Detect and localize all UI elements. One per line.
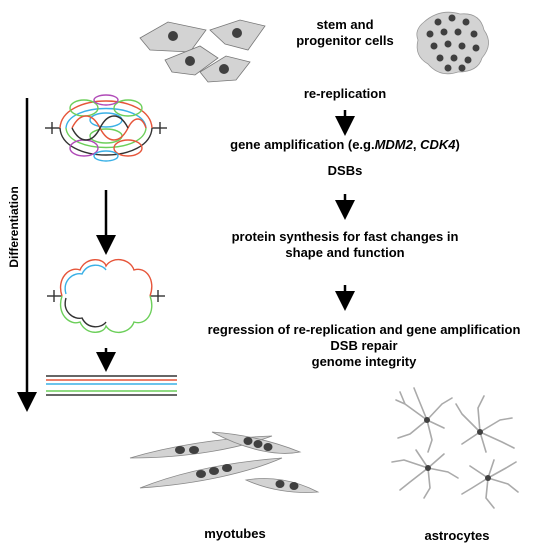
astrocyte: [391, 449, 459, 499]
gene-cdk4: CDK4: [420, 137, 456, 152]
dsbs-label: DSBs: [327, 163, 363, 178]
astrocyte: [461, 459, 519, 509]
astrocyte: [455, 395, 515, 453]
progenitor-nucleus: [219, 64, 229, 74]
regression-line3: genome integrity: [311, 354, 417, 369]
astrocyte: [395, 387, 453, 453]
linear-dna: [46, 375, 177, 396]
myotubes: [129, 431, 320, 493]
progenitor-nucleus: [185, 56, 195, 66]
regression-label: regression of re-replication and gene am…: [180, 322, 548, 370]
protein-line1: protein synthesis for fast changes in: [231, 229, 459, 244]
gene-amplification-label: gene amplification (e.g.MDM2, CDK4): [195, 137, 495, 153]
regression-line2: DSB repair: [330, 338, 398, 353]
protein-synthesis-label: protein synthesis for fast changes in sh…: [195, 229, 495, 261]
stem-progenitor-line1: stem and: [316, 17, 374, 32]
myotubes-label: myotubes: [204, 526, 266, 541]
protein-line2: shape and function: [285, 245, 405, 260]
stem-progenitor-line2: progenitor cells: [296, 33, 394, 48]
progenitor-nucleus: [168, 31, 178, 41]
re-replication-label: re-replication: [303, 86, 387, 101]
differentiation-label: Differentiation: [7, 186, 21, 268]
gene-amp-sep: ,: [412, 137, 421, 152]
progenitor-nucleus: [232, 28, 242, 38]
astrocytes-label: astrocytes: [424, 528, 490, 543]
gene-amp-prefix: gene amplification (e.g.: [230, 137, 375, 152]
re-replication-structure: [45, 94, 167, 162]
stem-cell-cluster: [416, 11, 489, 75]
gene-amp-suffix: ): [455, 137, 460, 152]
single-bubble-structure: [47, 259, 165, 333]
astrocytes: [391, 387, 519, 509]
progenitor-cells: [139, 19, 266, 83]
regression-line1: regression of re-replication and gene am…: [207, 322, 521, 337]
gene-mdm2: MDM2: [374, 137, 413, 152]
stem-progenitor-label: stem and progenitor cells: [270, 17, 420, 49]
